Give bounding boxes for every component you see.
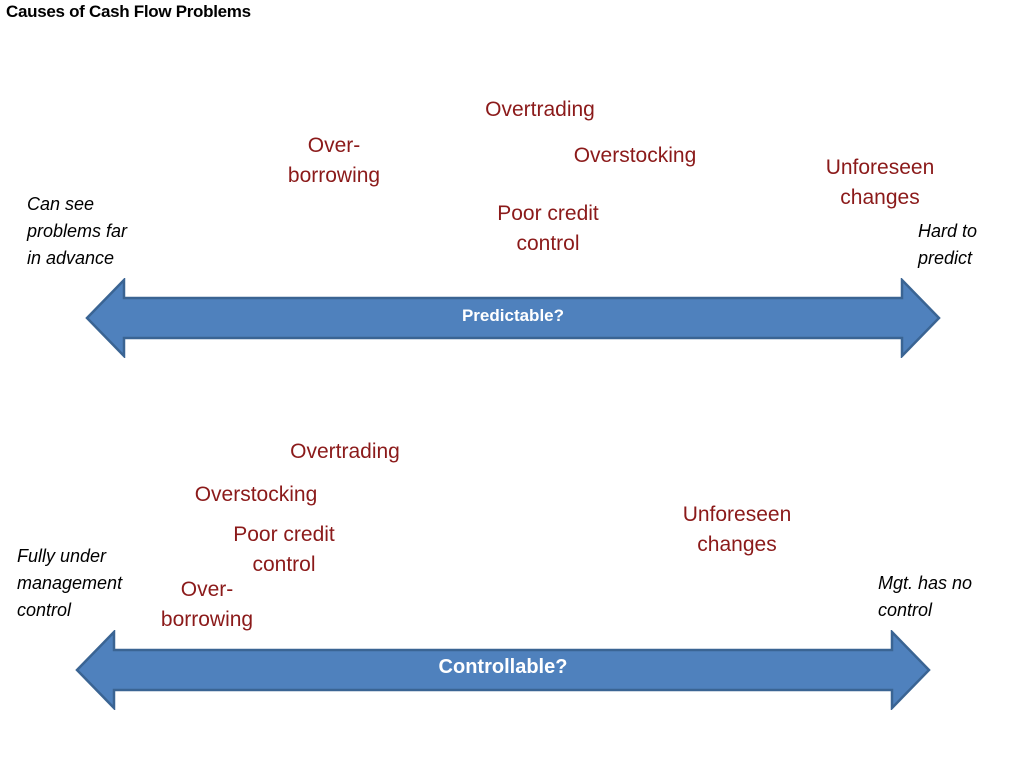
predictable-right-label: Hard to predict <box>918 221 978 268</box>
cause-overborrowing-2: Over- borrowing <box>160 578 254 631</box>
predictable-double-arrow <box>85 278 941 358</box>
cause-overborrowing: Over- borrowing <box>287 134 381 187</box>
predictable-axis-label: Predictable? <box>461 306 565 325</box>
controllable-left-label: Fully under management control <box>17 546 123 620</box>
cause-overtrading: Overtrading <box>485 98 595 121</box>
cause-unforeseen-changes: Unforeseen changes <box>825 156 935 209</box>
controllable-axis-label: Controllable? <box>438 656 568 678</box>
cause-poor-credit-control-2: Poor credit control <box>233 523 335 576</box>
controllable-double-arrow <box>75 630 931 710</box>
page-title: Causes of Cash Flow Problems <box>6 2 251 21</box>
controllable-axis-arrow: Controllable? <box>74 630 932 710</box>
controllable-arrow-shape <box>75 630 931 710</box>
predictable-left-label: Can see problems far in advance <box>27 194 128 268</box>
cause-poor-credit-control: Poor credit control <box>497 202 599 255</box>
cause-overstocking-2: Overstocking <box>194 483 318 506</box>
cause-overstocking: Overstocking <box>573 144 697 167</box>
predictable-arrow-shape <box>85 278 941 358</box>
cause-unforeseen-changes-2: Unforeseen changes <box>682 503 792 556</box>
cause-overtrading-2: Overtrading <box>290 440 400 463</box>
predictable-axis-arrow: Predictable? <box>84 278 942 358</box>
controllable-right-label: Mgt. has no control <box>878 573 973 620</box>
